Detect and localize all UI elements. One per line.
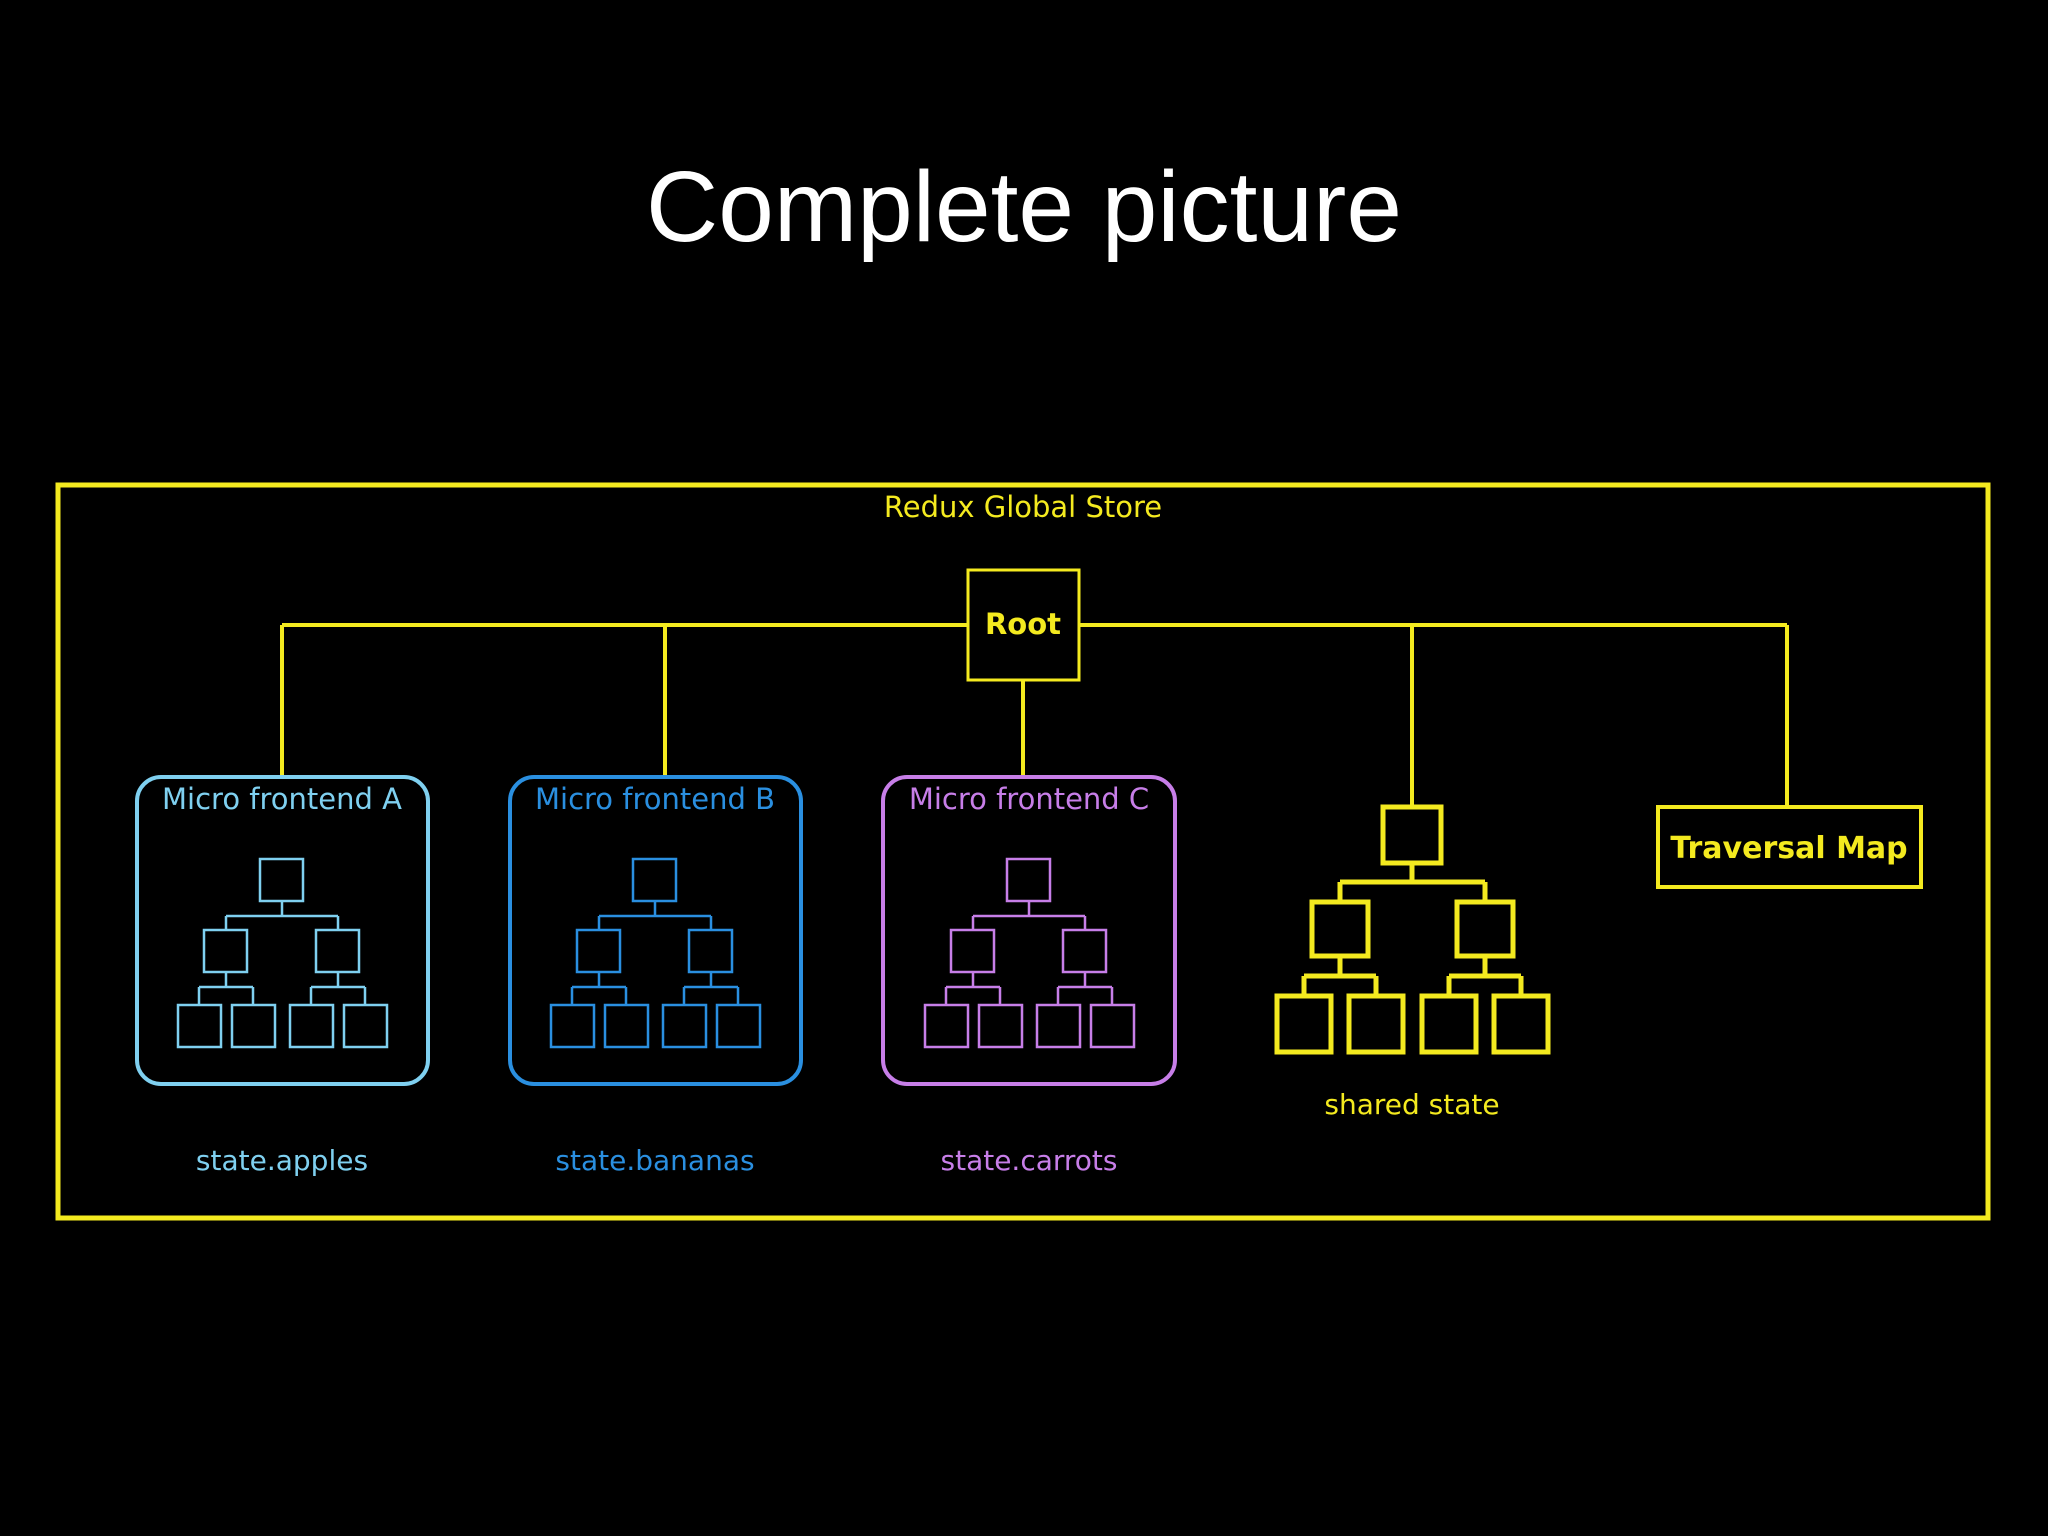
mfe-b-tree-node-leaf-10: [661, 1003, 708, 1049]
mfe-c-tree-node-l2-0: [949, 928, 996, 974]
shared-node-leaf-01: [1346, 993, 1406, 1055]
micro-frontend-c-state-label: state.carrots: [941, 1144, 1118, 1177]
micro-frontend-b-state-label: state.bananas: [555, 1144, 754, 1177]
mfe-c-tree-node-leaf-10: [1035, 1003, 1082, 1049]
micro-frontend-c-state-tree: [923, 857, 1136, 1049]
mfe-c-tree-node-l2-1: [1061, 928, 1108, 974]
mfe-b-tree-node-leaf-11: [715, 1003, 762, 1049]
root-node-label: Root: [985, 607, 1061, 641]
mfe-a-tree-node-leaf-01: [230, 1003, 277, 1049]
mfe-a-tree-node-leaf-10: [288, 1003, 335, 1049]
shared-state-label: shared state: [1324, 1088, 1499, 1121]
shared-node-leaf-11: [1491, 993, 1551, 1055]
micro-frontend-c: Micro frontend C state.carrots: [881, 775, 1177, 1177]
micro-frontend-b-box: [508, 775, 803, 1086]
micro-frontend-a-state-tree: [176, 857, 389, 1049]
mfe-a-tree-node-leaf-00: [176, 1003, 223, 1049]
redux-global-store-frame: [55, 482, 1991, 1221]
mfe-b-tree-node-root: [631, 857, 678, 903]
mfe-b-tree-node-leaf-01: [603, 1003, 650, 1049]
root-node: [966, 568, 1081, 682]
mfe-b-tree-node-leaf-00: [549, 1003, 596, 1049]
shared-node-root: [1380, 804, 1444, 866]
shared-node-l2-1: [1454, 899, 1516, 959]
micro-frontend-a-box: [135, 775, 430, 1086]
mfe-c-tree-node-leaf-01: [977, 1003, 1024, 1049]
slide-title: Complete picture: [646, 151, 1402, 263]
shared-node-leaf-10: [1419, 993, 1479, 1055]
shared-node-l2-0: [1309, 899, 1371, 959]
mfe-b-tree-node-l2-0: [575, 928, 622, 974]
redux-global-store-label: Redux Global Store: [884, 490, 1162, 524]
mfe-c-tree-node-leaf-11: [1089, 1003, 1136, 1049]
micro-frontend-a: Micro frontend A state.apples: [135, 775, 430, 1177]
shared-state-tree: [1274, 804, 1551, 1055]
micro-frontend-a-title: Micro frontend A: [162, 782, 402, 816]
micro-frontend-a-state-label: state.apples: [196, 1144, 368, 1177]
root-connectors: [280, 623, 1789, 807]
shared-node-leaf-00: [1274, 993, 1334, 1055]
micro-frontend-b-title: Micro frontend B: [535, 782, 775, 816]
mfe-a-tree-node-leaf-11: [342, 1003, 389, 1049]
mfe-c-tree-node-root: [1005, 857, 1052, 903]
micro-frontend-c-box: [881, 775, 1177, 1086]
mfe-a-tree-node-l2-0: [202, 928, 249, 974]
micro-frontend-b: Micro frontend B state.bananas: [508, 775, 803, 1177]
shared-state: shared state: [1274, 804, 1551, 1121]
mfe-b-tree-node-l2-1: [687, 928, 734, 974]
mfe-a-tree-node-l2-1: [314, 928, 361, 974]
mfe-a-tree-node-root: [258, 857, 305, 903]
micro-frontend-c-title: Micro frontend C: [909, 782, 1149, 816]
micro-frontend-b-state-tree: [549, 857, 762, 1049]
mfe-c-tree-node-leaf-00: [923, 1003, 970, 1049]
traversal-map-node: [1656, 805, 1923, 889]
traversal-map-label: Traversal Map: [1670, 831, 1907, 866]
